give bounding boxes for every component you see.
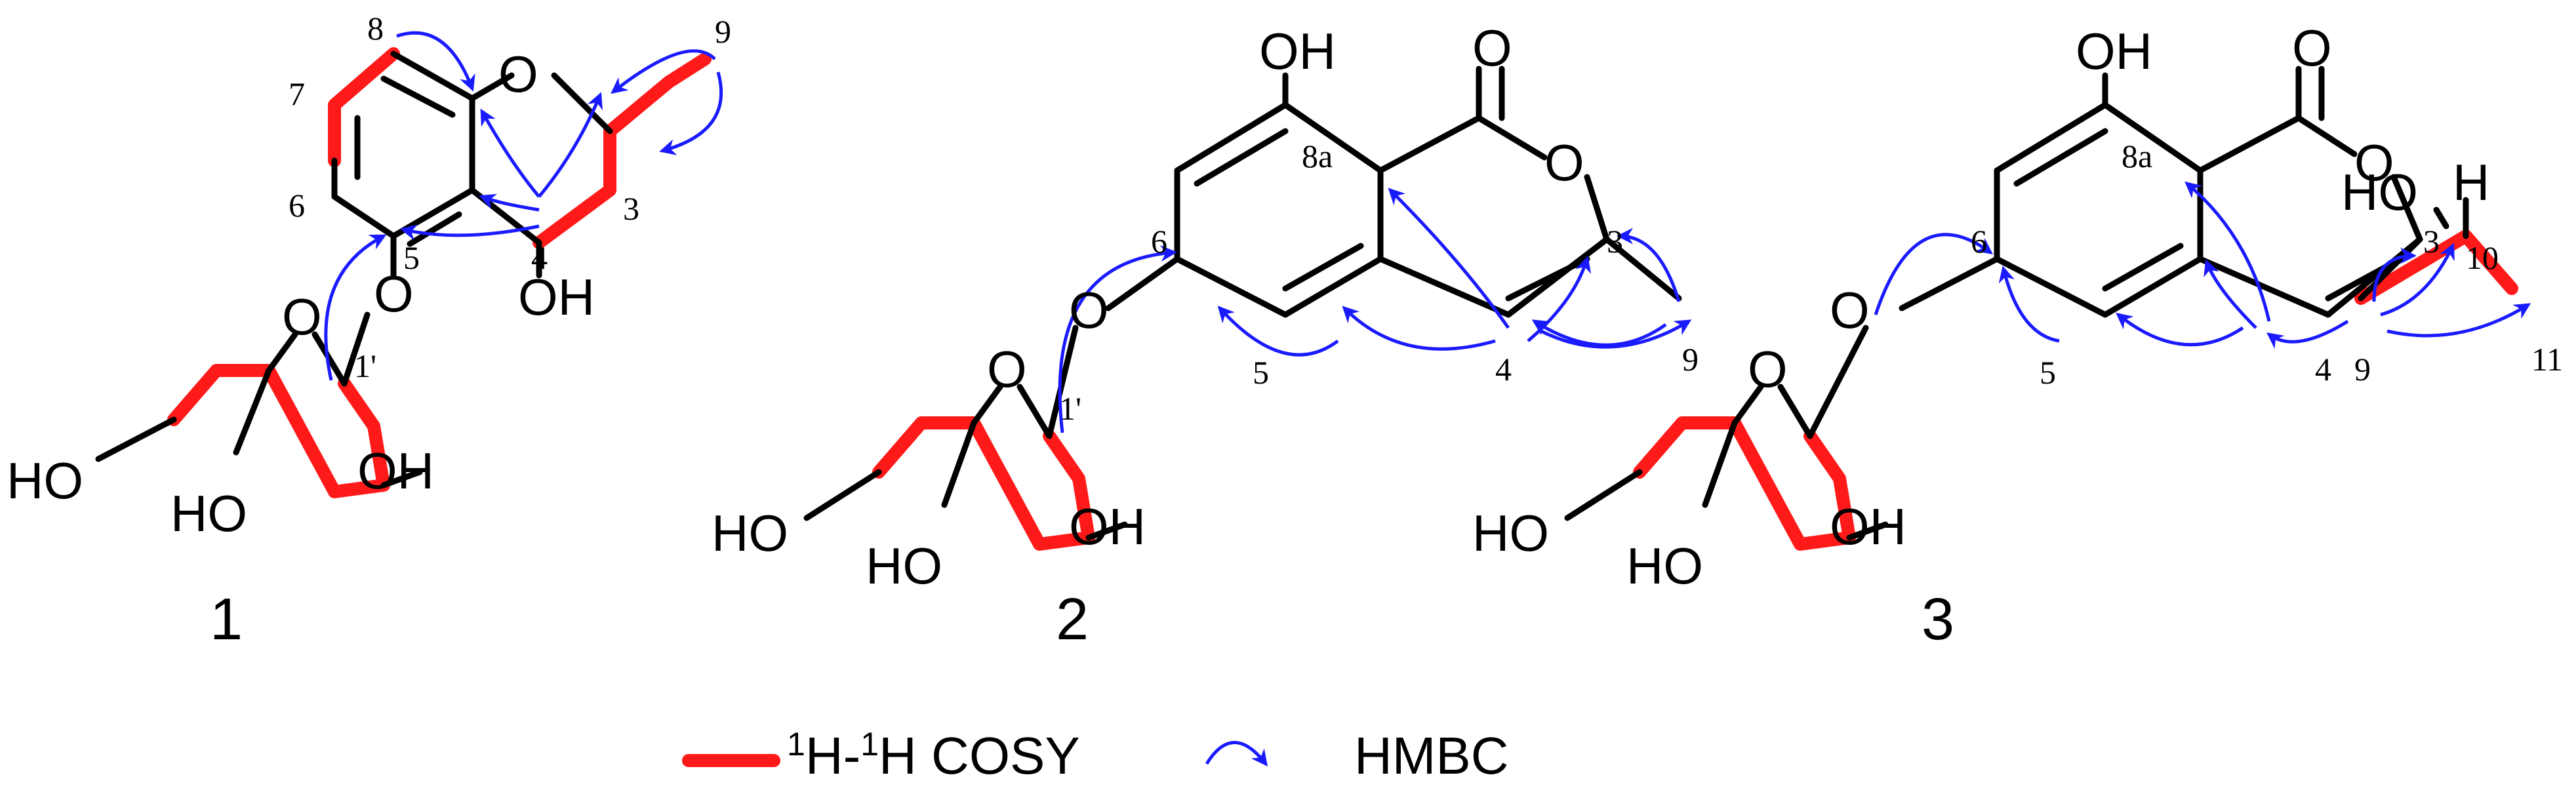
legend: 1H-1H COSY HMBC [682, 726, 1509, 785]
c2-sugar-oxygen: O [987, 340, 1027, 398]
c2-pos-5: 5 [1253, 354, 1269, 391]
c1-sugar-ho-left: HO [7, 452, 83, 509]
compound-3-structure: OH O O HO H O O HO HO OH 8a 6 3 10 5 4 9… [1472, 19, 2563, 652]
c3-pos-5: 5 [2040, 354, 2056, 391]
c3-pos-10: 10 [2466, 239, 2499, 276]
legend-hmbc-arrow-icon [1205, 741, 1268, 766]
c2-carbonyl-oxygen: O [1472, 19, 1512, 77]
c2-pos-3: 3 [1607, 223, 1623, 260]
c3-pos-11: 11 [2531, 341, 2563, 378]
compound-2-label: 2 [1056, 587, 1089, 652]
c3-sugar-oxygen: O [1748, 340, 1788, 398]
compound-3-skeleton [1564, 66, 2469, 541]
compound-1-structure: O O OH O HO HO OH 8 7 6 5 4 3 9 1' 1 [7, 10, 731, 652]
c1-pos-8: 8 [367, 10, 384, 47]
compound-2-skeleton [803, 66, 1682, 541]
c2-pos-4: 4 [1495, 351, 1512, 387]
c1-pos-4: 4 [531, 239, 548, 276]
compound-2-atom-labels: OH O O O O HO HO OH [712, 19, 1584, 595]
c1-pos-1p: 1' [354, 347, 376, 384]
c3-carbonyl-oxygen: O [2292, 19, 2332, 77]
compound-3-position-labels: 8a 6 3 10 5 4 9 11 [1971, 138, 2563, 391]
c3-side-ho: HO [2341, 163, 2418, 221]
c2-lactone-oxygen: O [1544, 134, 1584, 191]
c3-sugar-ho-left: HO [1472, 504, 1549, 562]
compound-2-cosy-bonds [872, 416, 1095, 551]
c3-pos-4: 4 [2315, 351, 2331, 387]
c2-pos-8a: 8a [1302, 138, 1333, 174]
c3-sugar-oh-b: OH [1830, 498, 1906, 555]
c1-ring-oxygen: O [498, 45, 538, 103]
c2-pos-9: 9 [1682, 341, 1699, 378]
legend-hmbc-label: HMBC [1354, 726, 1509, 785]
c3-oh8: OH [2076, 22, 2152, 80]
c3-ether-oxygen: O [1830, 281, 1870, 339]
legend-cosy-label: 1H-1H COSY [787, 726, 1080, 785]
c1-pos-9: 9 [715, 13, 731, 50]
c2-sugar-oh-b: OH [1069, 498, 1146, 555]
compound-3-label: 3 [1922, 587, 1954, 652]
c2-pos-6: 6 [1151, 223, 1167, 260]
compound-2-structure: OH O O O O HO HO OH 8a 6 3 9 5 4 1' 2 [712, 19, 1699, 652]
c1-pos-5: 5 [403, 239, 420, 276]
compound-1-atom-labels: O O OH O HO HO OH [7, 45, 595, 542]
c3-pos-6: 6 [1971, 223, 1987, 260]
compound-1-label: 1 [210, 587, 243, 652]
c2-oh8: OH [1259, 22, 1336, 80]
compound-3-hmbc-arrows [1874, 181, 2531, 349]
c3-pos-8a: 8a [2122, 138, 2152, 174]
c3-lactone-oxygen: O [2354, 134, 2394, 191]
c3-sugar-ho-a: HO [1626, 537, 1703, 595]
c1-oh4: OH [518, 268, 595, 326]
compound-3-atom-labels: OH O O HO H O O HO HO OH [1472, 19, 2489, 595]
compound-2-hmbc-arrows [1058, 188, 1692, 433]
c1-sugar-oxygen: O [282, 288, 322, 346]
c3-side-h: H [2453, 153, 2489, 211]
c2-pos-1p: 1' [1059, 390, 1081, 427]
c2-ether-oxygen: O [1069, 281, 1109, 339]
c1-pos-7: 7 [289, 75, 305, 112]
compound-1-hmbc-arrows [324, 31, 723, 381]
c3-pos-9: 9 [2354, 351, 2371, 387]
compound-2-position-labels: 8a 6 3 9 5 4 1' [1059, 138, 1699, 427]
c1-sugar-oh-b: OH [357, 442, 434, 500]
compound-1-position-labels: 8 7 6 5 4 3 9 1' [289, 10, 731, 384]
c3-pos-3: 3 [2423, 223, 2440, 260]
compound-1-cosy-bonds [167, 47, 712, 498]
c2-sugar-ho-a: HO [866, 537, 942, 595]
c2-sugar-ho-left: HO [712, 504, 788, 562]
c1-pos-6: 6 [289, 187, 305, 224]
c1-sugar-ho-a: HO [171, 485, 247, 542]
c1-pos-3: 3 [623, 190, 639, 227]
c1-ether-oxygen: O [374, 265, 414, 323]
